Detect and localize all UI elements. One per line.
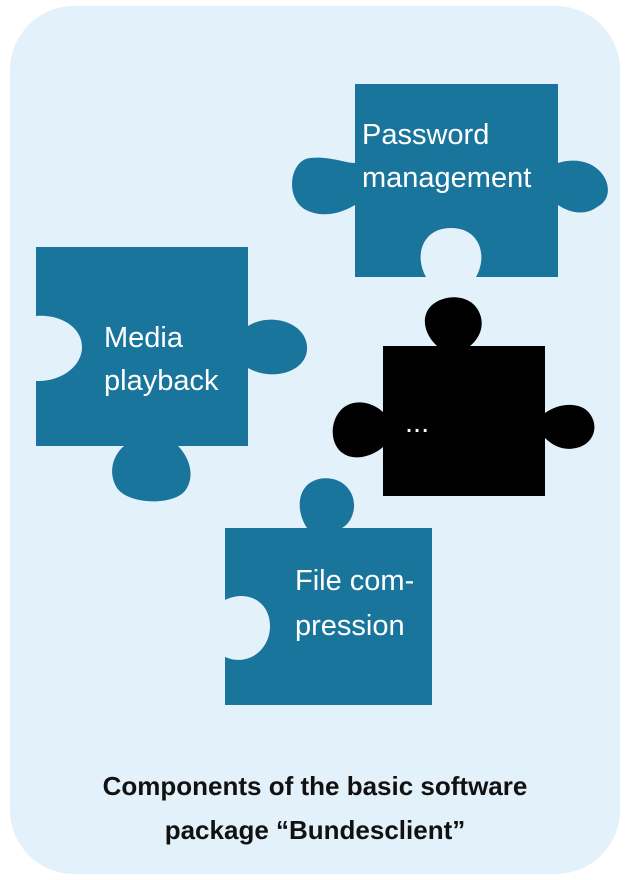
piece-label-more: ... bbox=[405, 407, 429, 439]
puzzle-piece-file-compression: File com- pression bbox=[225, 478, 432, 705]
puzzle-piece-shape bbox=[332, 297, 595, 496]
puzzle-piece-shape bbox=[36, 247, 308, 502]
puzzle-piece-password-management: Password management bbox=[292, 84, 608, 277]
caption-line-2: package “Bundesclient” bbox=[164, 815, 466, 845]
piece-label-password-line2: management bbox=[362, 162, 531, 194]
puzzle-piece-more: ... bbox=[332, 297, 595, 496]
piece-label-file-line2: pression bbox=[295, 610, 405, 642]
piece-label-file-line1: File com- bbox=[295, 565, 414, 597]
piece-label-media-line2: playback bbox=[104, 365, 219, 397]
diagram-caption: Components of the basic software package… bbox=[10, 764, 620, 852]
puzzle-piece-media-playback: Media playback bbox=[36, 247, 308, 502]
piece-label-media-line1: Media bbox=[104, 322, 184, 354]
caption-line-1: Components of the basic software bbox=[102, 771, 528, 801]
piece-label-password-line1: Password bbox=[362, 119, 489, 151]
puzzle-piece-shape bbox=[292, 84, 608, 277]
puzzle-piece-shape bbox=[225, 478, 432, 705]
